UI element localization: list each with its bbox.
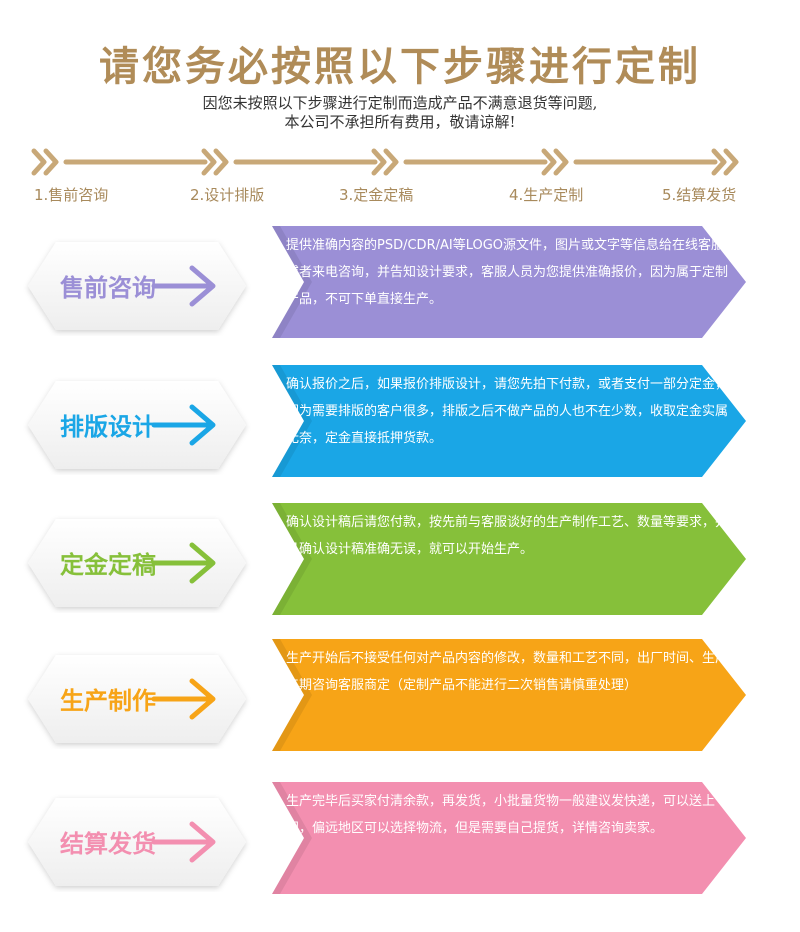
hexagon-card-bg: [28, 655, 246, 743]
step-card-title: 排版设计: [60, 413, 156, 441]
step-description-deposit: 确认设计稿后请您付款，按先前与客服谈好的生产制作工艺、数量等要求，并且确认设计稿…: [272, 503, 748, 615]
subtitle-line-1: 因您未按照以下步骤进行定制而造成产品不满意退货等问题,: [202, 94, 598, 112]
hexagon-card-bg: [28, 242, 246, 330]
chevron-icon: [371, 148, 387, 176]
ribbon-arrow-bg: [272, 639, 746, 751]
hexagon-card-bg: [28, 519, 246, 607]
chevron-icon: [201, 148, 217, 176]
ribbon-arrow-bg: [272, 226, 746, 338]
subtitle-line-2: 本公司不承担所有费用，敬请谅解!: [284, 113, 516, 131]
step-description-production: 生产开始后不接受任何对产品内容的修改，数量和工艺不同，出厂时间、生产工期咨询客服…: [272, 639, 748, 751]
chevron-icon: [383, 148, 399, 176]
chevron-icon: [723, 148, 739, 176]
hexagon-card-bg: [28, 381, 246, 469]
ribbon-arrow-bg: [272, 782, 746, 894]
chevron-icon: [31, 148, 47, 176]
step-description-text: 确认报价之后，如果报价排版设计，请您先拍下付款，或者支付一部分定金，因为需要排版…: [286, 377, 729, 446]
chevron-icon: [213, 148, 229, 176]
arrow-right-icon: [151, 678, 216, 720]
step-card-title: 生产制作: [60, 687, 156, 715]
chevron-icon: [43, 148, 59, 176]
step-description-presale: 提供准确内容的PSD/CDR/AI等LOGO源文件，图片或文字等信息给在线客服或…: [272, 226, 748, 338]
progress-arrows-graphic: [31, 148, 739, 176]
step-card-deposit: 定金定稿: [22, 513, 252, 613]
hexagon-card-bg: [28, 798, 246, 886]
step-description-text: 生产开始后不接受任何对产品内容的修改，数量和工艺不同，出厂时间、生产工期咨询客服…: [286, 651, 729, 693]
step-label-4: 4.生产定制: [509, 186, 584, 204]
step-card-title: 定金定稿: [60, 551, 156, 579]
step-description-layout: 确认报价之后，如果报价排版设计，请您先拍下付款，或者支付一部分定金，因为需要排版…: [272, 365, 748, 477]
step-label-2: 2.设计排版: [190, 186, 265, 204]
arrow-right-icon: [151, 821, 216, 863]
page-subtitle: 因您未按照以下步骤进行定制而造成产品不满意退货等问题, 本公司不承担所有费用，敬…: [0, 94, 800, 132]
step-label-3: 3.定金定稿: [339, 186, 414, 204]
chevron-icon: [711, 148, 727, 176]
step-label-5: 5.结算发货: [662, 186, 737, 204]
page-title: 请您务必按照以下步骤进行定制: [99, 43, 701, 90]
chevron-icon: [553, 148, 569, 176]
step-description-text: 提供准确内容的PSD/CDR/AI等LOGO源文件，图片或文字等信息给在线客服或…: [286, 238, 729, 307]
step-card-production: 生产制作: [22, 649, 252, 749]
arrow-right-icon: [151, 404, 216, 446]
step-description-text: 确认设计稿后请您付款，按先前与客服谈好的生产制作工艺、数量等要求，并且确认设计稿…: [286, 515, 729, 557]
step-label-1: 1.售前咨询: [34, 186, 109, 204]
ribbon-arrow-bg: [272, 503, 746, 615]
arrow-right-icon: [151, 542, 216, 584]
step-progress: [0, 144, 800, 180]
step-description-settlement: 生产完毕后买家付清余款，再发货，小批量货物一般建议发快递，可以送上门，偏远地区可…: [272, 782, 748, 894]
chevron-icon: [541, 148, 557, 176]
step-card-presale: 售前咨询: [22, 236, 252, 336]
step-card-title: 售前咨询: [60, 274, 156, 302]
step-card-title: 结算发货: [60, 830, 156, 858]
ribbon-arrow-bg: [272, 365, 746, 477]
step-card-settlement: 结算发货: [22, 792, 252, 892]
arrow-right-icon: [151, 265, 216, 307]
step-description-text: 生产完毕后买家付清余款，再发货，小批量货物一般建议发快递，可以送上门，偏远地区可…: [286, 794, 716, 836]
step-card-layout: 排版设计: [22, 375, 252, 475]
